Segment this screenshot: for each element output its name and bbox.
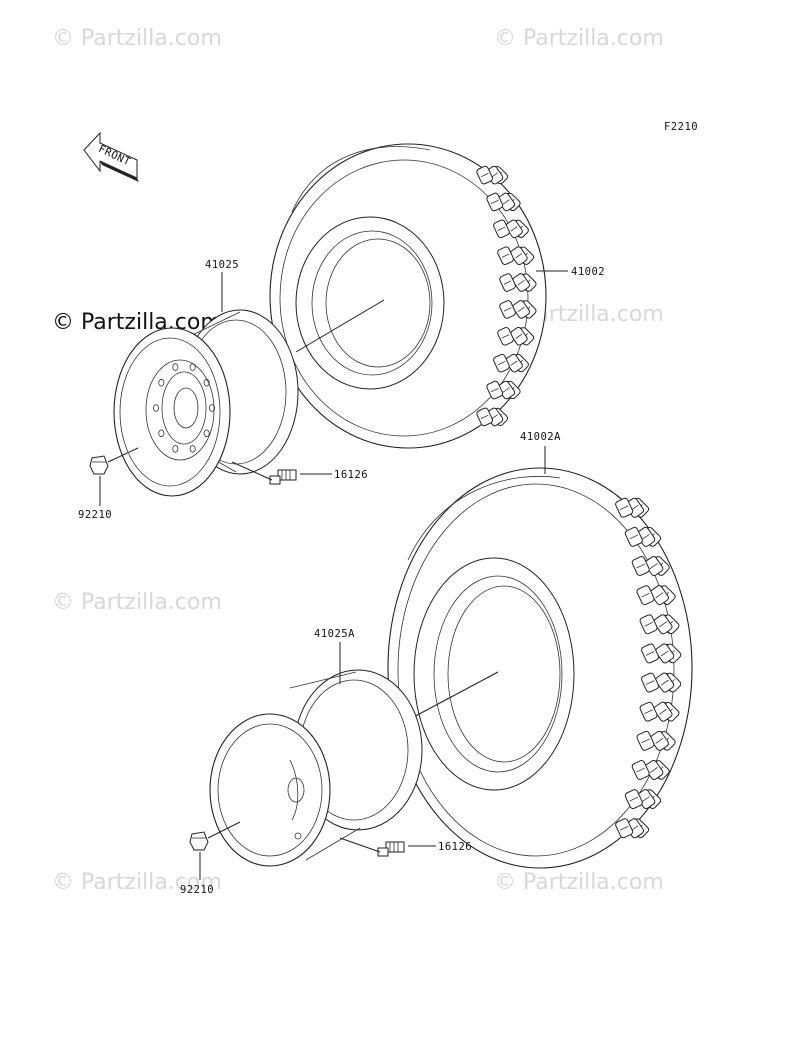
- tread-knob-groove: [501, 253, 510, 258]
- bolt-hole: [203, 429, 210, 438]
- bolt-hole: [189, 363, 196, 371]
- wheel-front: [113, 309, 299, 497]
- bolt-hole: [208, 404, 215, 412]
- tread-knob-groove: [502, 387, 510, 393]
- part-label-tire-rear: 41002A: [520, 431, 561, 443]
- valve-stem-front: [269, 469, 297, 485]
- bolt-hole: [158, 429, 165, 438]
- tread-knob-groove: [515, 253, 523, 259]
- tread-knob-groove: [655, 592, 664, 599]
- bolt-hole: [158, 378, 165, 387]
- part-label-nut-front: 92210: [78, 509, 112, 521]
- bolt-hole: [152, 404, 159, 412]
- tread-knob-groove: [503, 307, 512, 312]
- watermark: © Partzilla.com: [52, 870, 222, 895]
- tread-knob-groove: [619, 505, 629, 511]
- tread-knob-groove: [636, 563, 645, 569]
- watermark: © Partzilla.com: [52, 590, 222, 615]
- tread-knob-groove: [641, 796, 650, 803]
- tread-knob-groove: [629, 534, 639, 540]
- tire-front: [269, 143, 547, 449]
- tread-knob-groove: [517, 279, 525, 286]
- watermark: © Partzilla.com: [52, 26, 222, 51]
- tread-knob-groove: [480, 414, 489, 419]
- watermark: © Partzilla.com: [494, 26, 664, 51]
- tire-rear: [387, 467, 693, 869]
- tread-knob-groove: [515, 333, 523, 339]
- part-label-wheel-front: 41025: [205, 259, 239, 271]
- tread-knob-groove: [619, 825, 629, 831]
- tread-knob-groove: [660, 650, 669, 657]
- front-arrow-icon: FRONT: [83, 131, 139, 182]
- tread-knob-groove: [636, 767, 645, 773]
- tread-knob-groove: [644, 622, 653, 627]
- tread-knob-groove: [649, 767, 658, 773]
- figure-code: F2210: [664, 121, 698, 133]
- tread-knob-groove: [641, 533, 650, 540]
- bolt-hole: [189, 445, 196, 453]
- part-label-nut-rear: 92210: [180, 884, 214, 896]
- tread-knob-groove: [510, 226, 518, 232]
- tread-knob-groove: [517, 306, 525, 313]
- tread-knob-groove: [645, 680, 655, 685]
- nut-rear: [189, 831, 209, 851]
- nut-front: [89, 455, 109, 475]
- watermark-main: © Partzilla.com: [52, 310, 222, 335]
- tread-knob-groove: [629, 796, 639, 802]
- tread-knob-groove: [659, 621, 667, 628]
- tread-knob-groove: [497, 361, 506, 366]
- bolt-hole: [172, 363, 179, 371]
- tread-knob-groove: [501, 334, 510, 339]
- wheel-rear: [209, 669, 423, 867]
- tread-knob-groove: [660, 679, 669, 686]
- tread-knob-groove: [641, 738, 650, 744]
- tread-knob-groove: [497, 226, 506, 231]
- tread-knob-groove: [645, 651, 655, 656]
- bolt-hole: [203, 378, 210, 387]
- part-label-valve-front: 16126: [334, 469, 368, 481]
- part-label-tire-front: 41002: [571, 266, 605, 278]
- valve-stem-rear: [377, 841, 405, 857]
- tread-knob-groove: [649, 563, 658, 569]
- tread-knob-groove: [502, 199, 510, 205]
- tread-knob-groove: [644, 709, 653, 714]
- tread-knob-groove: [659, 708, 667, 715]
- tread-knob-groove: [490, 199, 499, 205]
- tread-knob-groove: [641, 592, 650, 598]
- bolt-hole: [172, 445, 179, 453]
- tread-knob-groove: [480, 173, 489, 178]
- part-label-valve-rear: 16126: [438, 841, 472, 853]
- tread-knob-groove: [510, 360, 518, 366]
- tread-knob-groove: [490, 387, 499, 393]
- part-label-wheel-rear: 41025A: [314, 628, 355, 640]
- watermark: © Partzilla.com: [494, 870, 664, 895]
- tread-knob-groove: [503, 280, 512, 285]
- tread-knob-groove: [655, 737, 664, 744]
